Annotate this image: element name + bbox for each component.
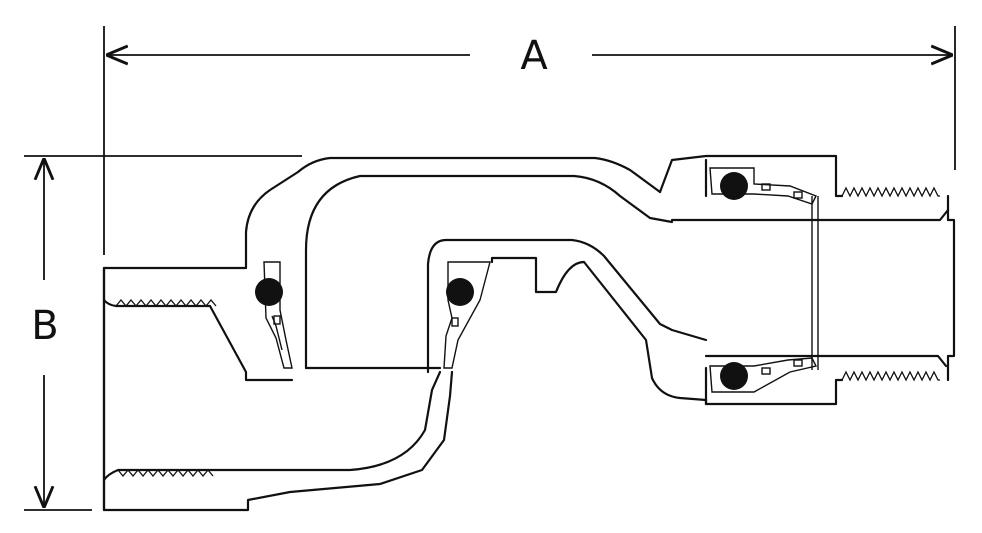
inlet-thread-bottom [117, 468, 214, 478]
inlet-bore-top [102, 298, 294, 382]
inlet-thread-top [115, 298, 217, 308]
seal-left-backup [273, 315, 281, 325]
seal-center [443, 261, 491, 369]
seal-bottom-right-housing [709, 357, 818, 393]
seal-top-right-backup-2 [793, 191, 803, 199]
elbow-passage [304, 174, 708, 402]
seal-center-backup [451, 317, 459, 327]
outlet-retainer [811, 196, 819, 370]
seal-bottom-right [709, 357, 818, 393]
inlet-body [102, 156, 662, 512]
outlet-thread-bottom [841, 370, 940, 382]
ball-bottom-right [720, 362, 748, 390]
seal-bottom-right-backup-2 [793, 359, 803, 367]
ball-left [255, 278, 283, 306]
elbow-inner-upper [304, 174, 674, 370]
dimension-a-label: A [520, 33, 548, 79]
dimension-b: B [24, 155, 302, 511]
outlet-tube-bottom [704, 354, 948, 368]
center-tube-top [426, 238, 708, 342]
ball-bearings [255, 172, 748, 390]
seal-left-housing [263, 261, 293, 369]
outlet-tube-top [670, 208, 950, 222]
outlet-nut-upper [658, 154, 844, 198]
dimension-a: A [103, 26, 956, 255]
outlet-thread-top [841, 186, 940, 198]
ball-center [446, 278, 474, 306]
dimension-b-label: B [31, 303, 58, 349]
outlet-nut [658, 154, 956, 406]
seal-center-housing [443, 261, 491, 369]
inlet-top-contour [102, 156, 662, 270]
inlet-bore-bottom [102, 370, 442, 482]
seal-left [263, 261, 293, 369]
outlet-threads [841, 186, 940, 382]
outlet-end-face [946, 194, 956, 382]
center-tube-notch [490, 256, 586, 294]
seal-top-right-backup [761, 183, 771, 191]
inlet-threads [115, 298, 217, 478]
seal-bottom-right-backup [761, 367, 771, 375]
inlet-outer-contour [102, 266, 454, 512]
ball-top-right [720, 172, 748, 200]
center-tube-slope [582, 260, 708, 402]
